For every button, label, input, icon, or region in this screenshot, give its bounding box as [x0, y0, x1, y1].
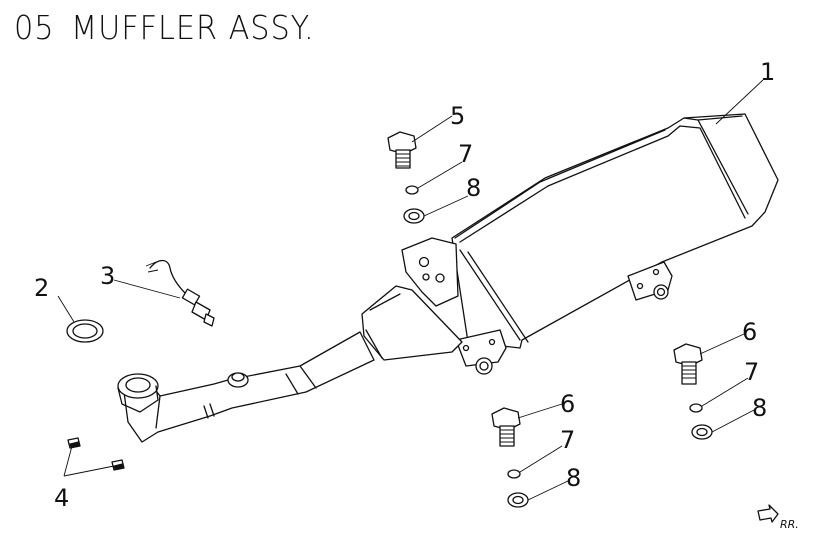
callout-7-washer-top: 7: [458, 140, 473, 168]
arrow-right-icon: [757, 504, 779, 523]
callout-7-washer-bottom: 7: [560, 426, 575, 454]
callout-7-washer-right: 7: [744, 358, 759, 386]
direction-indicator: RR.: [757, 504, 799, 531]
fastener-set-top: [387, 131, 425, 224]
callout-1-muffler: 1: [760, 58, 775, 86]
nut-parts: [67, 437, 125, 471]
callout-6-bolt-bottom: 6: [560, 390, 575, 418]
muffler-assembly: [361, 113, 779, 375]
fastener-set-bottom: [491, 407, 529, 508]
fastener-set-right: [673, 343, 713, 440]
direction-label: RR.: [780, 518, 799, 531]
diagram-title: MUFFLER ASSY.: [71, 8, 315, 47]
diagram-title-bar: 05 MUFFLER ASSY.: [14, 8, 331, 47]
callout-2-gasket: 2: [34, 274, 49, 302]
callout-6-bolt-right: 6: [742, 318, 757, 346]
callout-8-collar-right: 8: [752, 394, 767, 422]
exhaust-pipe: [117, 331, 375, 443]
callout-8-collar-bottom: 8: [566, 464, 581, 492]
gasket-part: [66, 319, 104, 343]
callout-8-collar-top: 8: [466, 174, 481, 202]
callout-5-bolt: 5: [450, 102, 465, 130]
part-labels: 1 2 3 4 5 7 8 6 7 8 6 7 8: [34, 58, 775, 512]
leader-lines: [57, 79, 764, 501]
o2-sensor-part: [145, 259, 215, 327]
section-number: 05: [14, 8, 55, 47]
callout-4-nut: 4: [54, 484, 69, 512]
callout-3-o2-sensor: 3: [100, 262, 115, 290]
